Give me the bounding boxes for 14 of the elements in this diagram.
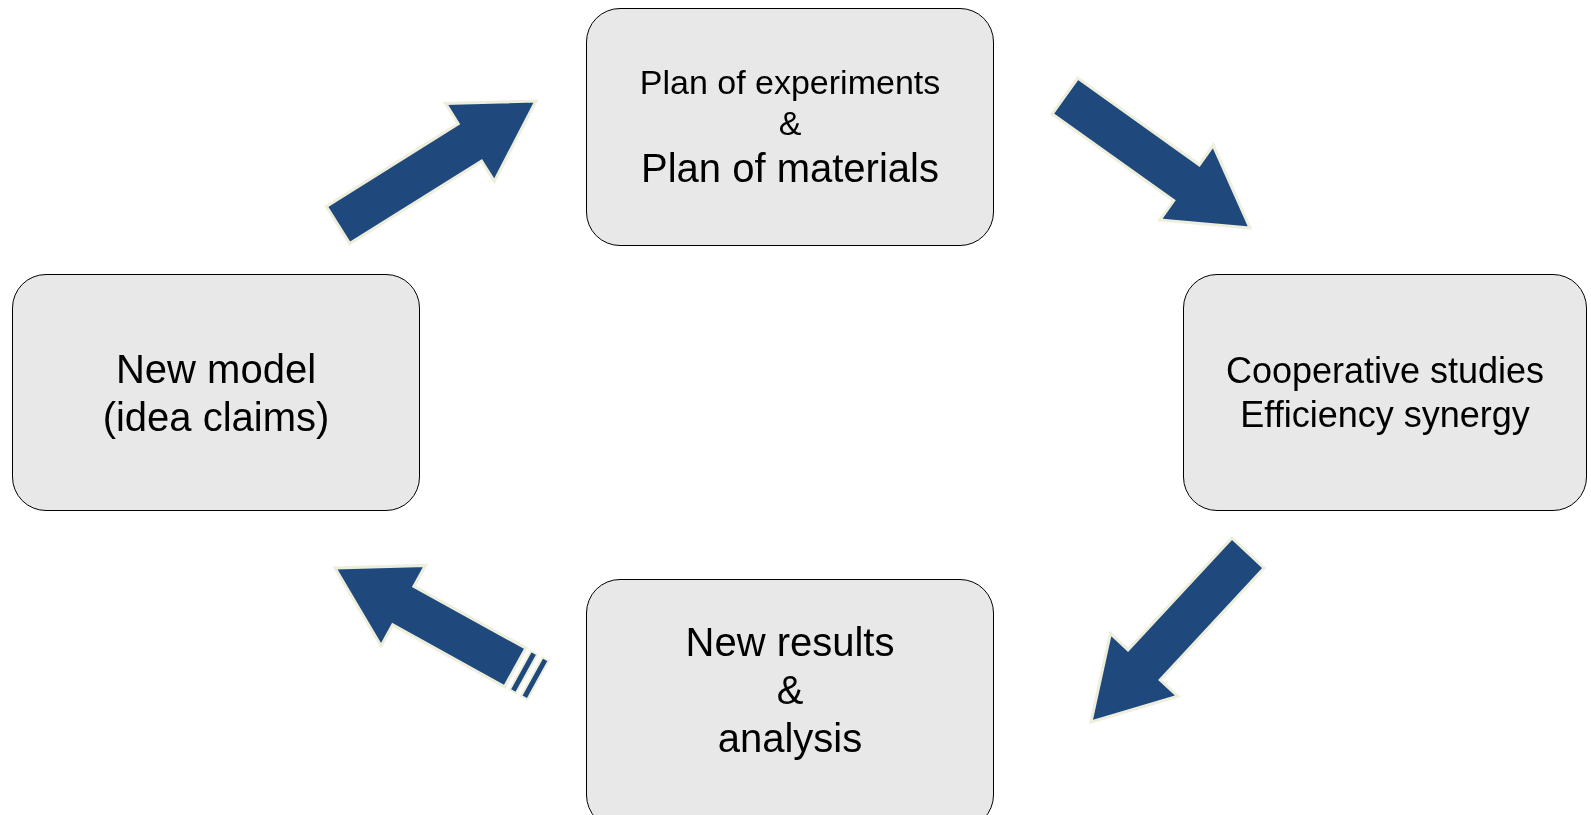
box-text: analysis <box>717 715 863 762</box>
process-box <box>586 8 994 246</box>
box-text: Cooperative studies <box>1225 349 1545 393</box>
box-text: New results <box>685 619 895 666</box>
process-box <box>12 274 420 511</box>
process-box <box>586 579 994 815</box>
box-text: & <box>776 667 804 714</box>
box-text: (idea claims) <box>102 393 330 441</box>
box-text: Efficiency synergy <box>1240 392 1530 436</box>
process-box <box>1183 274 1587 511</box>
box-text: New model <box>115 345 317 393</box>
box-text: Plan of experiments <box>639 62 941 103</box>
box-text: Plan of materials <box>641 144 939 192</box>
box-text: & <box>778 103 802 144</box>
